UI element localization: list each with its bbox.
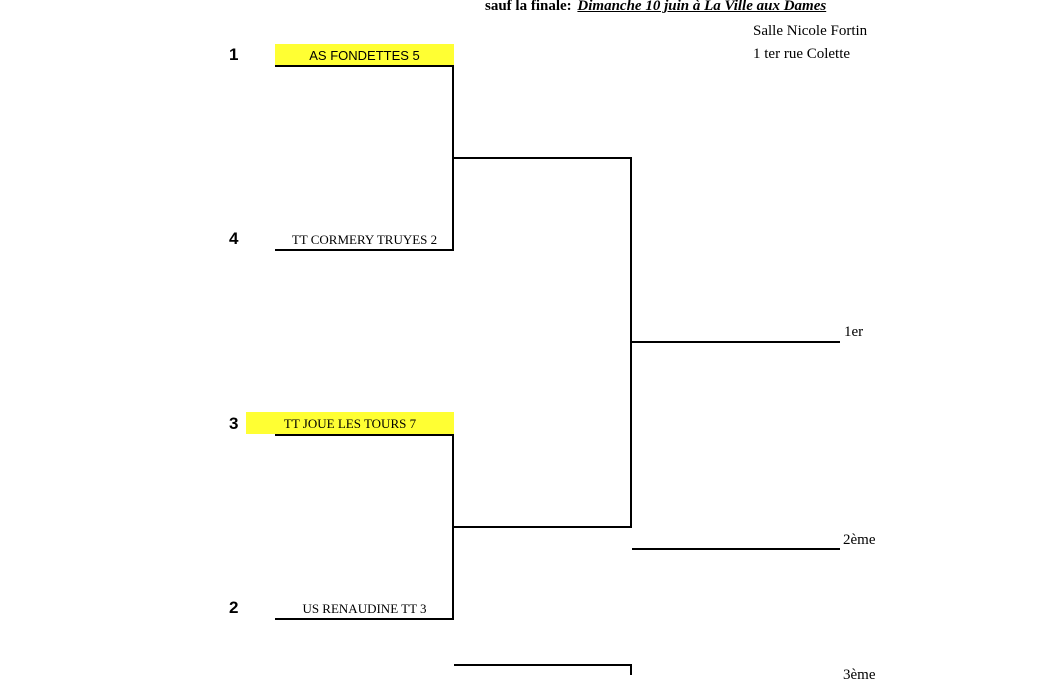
final-info-line: sauf la finale: Dimanche 10 juin à La Vi… [485,0,826,15]
bracket-line [630,157,632,528]
team-slot-highlighted: TT JOUE LES TOURS 7 [246,412,454,434]
bracket-line [275,249,454,251]
seed-number: 3 [229,414,239,433]
team-slot: TT CORMERY TRUYES 2 [291,232,438,247]
bracket-line [632,548,840,550]
final-date-location: Dimanche 10 juin à La Ville aux Dames [577,0,827,14]
bracket-line [632,341,840,343]
bracket-line [452,434,454,620]
team-slot: US RENAUDINE TT 3 [302,601,427,616]
bracket-line [630,664,632,675]
bracket-line [454,157,632,159]
seed-number: 1 [229,45,239,64]
bracket-line [452,65,454,251]
bracket-line [275,618,454,620]
team-slot-highlighted: AS FONDETTES 5 [275,44,454,66]
bracket-line [275,434,454,436]
second-place-label: 2ème [843,532,876,548]
bracket-line [454,664,632,666]
first-place-label: 1er [844,324,864,340]
venue-name: Salle Nicole Fortin [753,23,868,39]
venue-address: 1 ter rue Colette [753,46,851,62]
bracket-line [275,65,454,67]
header-prefix: sauf la finale: [485,0,572,14]
seed-number: 2 [229,598,239,617]
third-place-label: 3ème [843,667,876,683]
seed-number: 4 [229,229,239,248]
bracket-line [454,526,632,528]
